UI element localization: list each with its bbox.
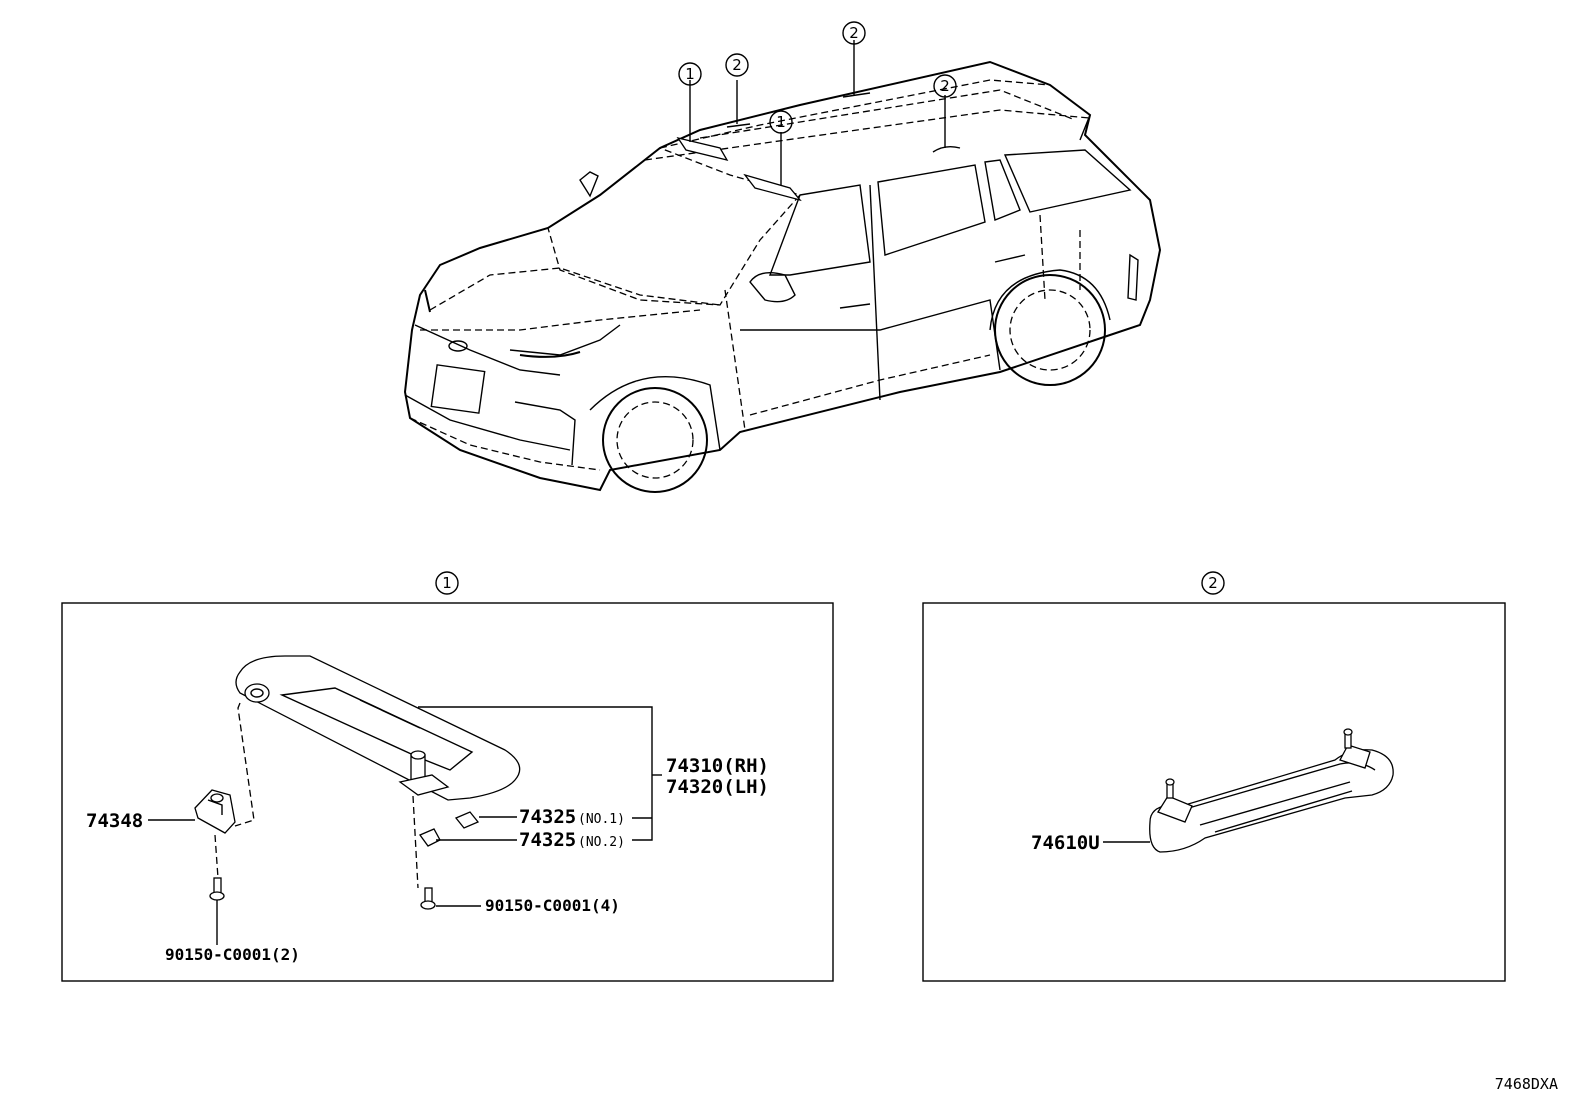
vehicle-illustration: 1 2 1 2 2: [403, 21, 1162, 493]
vehicle-callout-2c: 2: [933, 74, 957, 98]
panel-2-callout: 2: [1201, 571, 1225, 595]
label-74310-rh: 74310(RH): [666, 755, 769, 777]
vehicle-callout-2a: 2: [725, 53, 749, 77]
label-74325-no1: 74325: [519, 806, 576, 828]
label-74610u: 74610U: [1031, 832, 1100, 854]
sun-visor-illustration: [235, 655, 521, 801]
label-74325-no1-note: (NO.1): [578, 812, 625, 827]
vehicle-callout-1b: 1: [769, 110, 793, 134]
svg-text:1: 1: [776, 113, 786, 131]
grip-location-1: [726, 80, 751, 128]
panel-2-frame: [922, 602, 1506, 982]
label-74325-no2: 74325: [519, 829, 576, 851]
label-90150-c0001-4: 90150-C0001(4): [485, 896, 620, 915]
svg-text:2: 2: [732, 56, 742, 74]
panel-2-assist-grip: 2 74610U: [922, 571, 1506, 982]
panel-1-callout: 1: [435, 571, 459, 595]
svg-text:2: 2: [849, 24, 859, 42]
svg-text:2: 2: [940, 77, 950, 95]
label-74320-lh: 74320(LH): [666, 776, 769, 798]
visor-clip-no2: [418, 828, 441, 847]
svg-text:1: 1: [442, 574, 452, 592]
vehicle-callout-1a: 1: [678, 62, 702, 86]
grip-location-3: [932, 95, 961, 153]
visor-clip-no1: [454, 811, 480, 829]
svg-text:2: 2: [1208, 574, 1218, 592]
label-74325-no2-note: (NO.2): [578, 835, 625, 850]
panel-1-frame: [61, 602, 834, 982]
visor-holder-74348: [194, 702, 255, 879]
visor-location-front-lh: [676, 80, 729, 161]
visor-location-front-rh: [743, 132, 802, 202]
screw-right: [420, 887, 436, 910]
rear-wheel: [989, 269, 1111, 386]
label-90150-c0001-2: 90150-C0001(2): [165, 945, 300, 964]
label-74348: 74348: [86, 810, 143, 832]
assist-grip-illustration: [1149, 728, 1394, 853]
grip-location-2: [842, 40, 871, 98]
vehicle-callout-2b: 2: [842, 21, 866, 45]
svg-text:1: 1: [685, 65, 695, 83]
panel-1-sun-visor: 1: [61, 571, 834, 982]
front-wheel: [589, 375, 721, 493]
diagram-code: 7468DXA: [1495, 1075, 1558, 1093]
screw-left: [209, 877, 225, 901]
